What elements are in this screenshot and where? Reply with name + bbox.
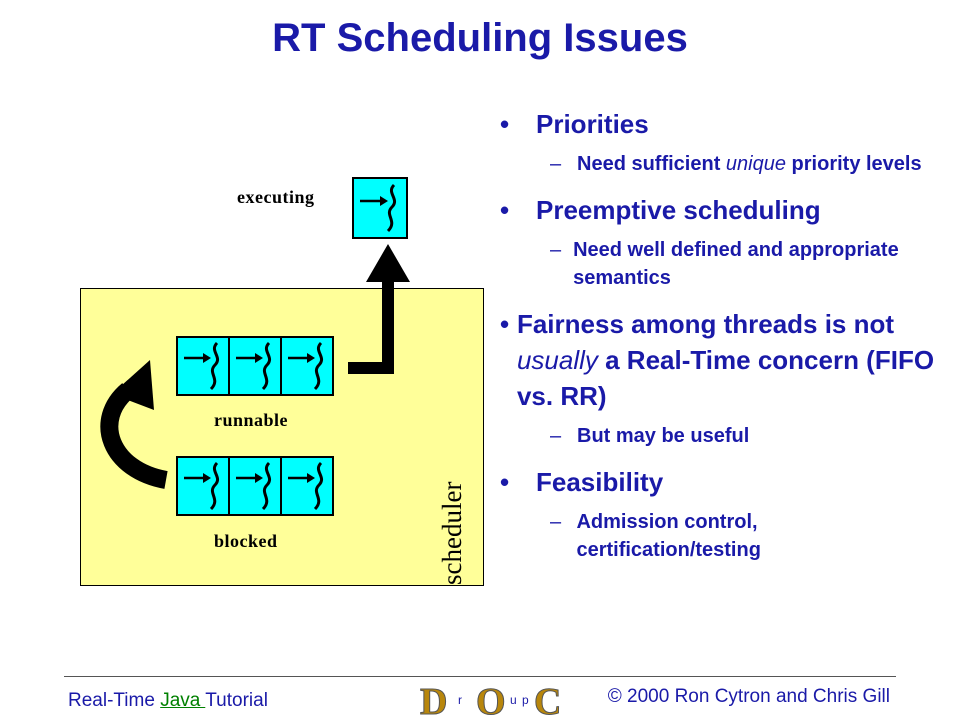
dash-icon: –	[550, 511, 562, 533]
sub-text-pre: Need sufficient	[577, 153, 726, 175]
dash-icon: –	[550, 239, 562, 261]
footer-text-post: Tutorial	[205, 690, 268, 711]
blocked-label: blocked	[214, 531, 278, 551]
bullet-label: Preemptive scheduling	[536, 195, 821, 225]
thread-squiggle-icon	[184, 461, 220, 511]
blocked-thread-cell	[176, 456, 230, 516]
bullet-list: • Priorities – Need sufficient unique pr…	[500, 106, 940, 578]
dash-icon: –	[550, 153, 562, 175]
bullet-item: • Priorities	[500, 106, 940, 142]
sub-bullet-item: – But may be useful	[550, 422, 940, 450]
thread-squiggle-icon	[184, 341, 220, 391]
footer-divider	[64, 676, 896, 677]
sub-bullet-item: – Admission control, certification/testi…	[550, 508, 940, 564]
label-emphasis: usually	[516, 345, 598, 375]
sub-bullet-item: – Need well defined and appropriate sema…	[550, 236, 940, 292]
runnable-label: runnable	[214, 410, 289, 430]
bullet-item: • Preemptive scheduling	[500, 192, 940, 228]
logo-letter: C	[534, 681, 561, 720]
dash-icon: –	[550, 425, 562, 447]
sub-text-post: priority levels	[785, 153, 922, 175]
runnable-queue	[176, 336, 334, 396]
runnable-thread-cell	[280, 336, 334, 396]
blocked-thread-cell	[228, 456, 282, 516]
sub-bullet-text: Need well defined and appropriate semant…	[573, 239, 899, 289]
label-post: a Real-Time concern (FIFO vs. RR)	[516, 345, 935, 411]
runnable-thread-cell	[228, 336, 282, 396]
runnable-thread-cell	[176, 336, 230, 396]
thread-squiggle-icon	[288, 341, 324, 391]
sub-bullet-text: But may be useful	[577, 425, 750, 447]
thread-squiggle-icon	[288, 461, 324, 511]
sub-bullet-item: – Need sufficient unique priority levels	[550, 150, 940, 178]
bullet-item: • Feasibility	[500, 464, 940, 500]
bullet-label: Fairness among threads is not usually a …	[517, 306, 940, 414]
slide-title: RT Scheduling Issues	[272, 16, 688, 60]
bullet-dot-icon: •	[500, 109, 510, 139]
bullet-dot-icon: •	[500, 195, 510, 225]
bullet-label: Priorities	[536, 109, 649, 139]
blocked-queue	[176, 456, 334, 516]
logo-letter: D	[420, 681, 447, 720]
java-link[interactable]: Java	[160, 690, 206, 711]
logo-letter: p	[522, 693, 529, 707]
thread-squiggle-icon	[236, 341, 272, 391]
dispatch-arrowhead-icon	[366, 244, 410, 282]
thread-squiggle-icon	[236, 461, 272, 511]
sub-bullet-text: Admission control, certification/testing	[576, 511, 761, 561]
footer-copyright: © 2000 Ron Cytron and Chris Gill	[607, 686, 890, 707]
thread-squiggle-icon	[360, 183, 397, 233]
sub-text-emphasis: unique	[725, 153, 786, 175]
blocked-thread-cell	[280, 456, 334, 516]
scheduler-box	[80, 288, 484, 586]
logo-letter: u	[510, 693, 517, 707]
scheduler-label: scheduler	[437, 481, 467, 585]
bullet-dot-icon: •	[500, 467, 510, 497]
footer-text-pre: Real-Time	[68, 690, 161, 711]
logo-letter: O	[476, 681, 506, 720]
label-pre: Fairness among threads is not	[516, 309, 895, 339]
bullet-label: Feasibility	[536, 467, 664, 497]
bullet-item: • Fairness among threads is not usually …	[500, 306, 940, 414]
doc-group-logo: D r O u p C	[420, 681, 562, 720]
footer-course-title: Real-Time Java Tutorial	[68, 690, 268, 712]
executing-thread-cell	[352, 177, 408, 239]
executing-label: executing	[237, 187, 315, 207]
sub-bullet-text: Need sufficient unique priority levels	[577, 150, 922, 178]
bullet-dot-icon: •	[500, 309, 510, 339]
logo-letter: r	[458, 693, 462, 707]
